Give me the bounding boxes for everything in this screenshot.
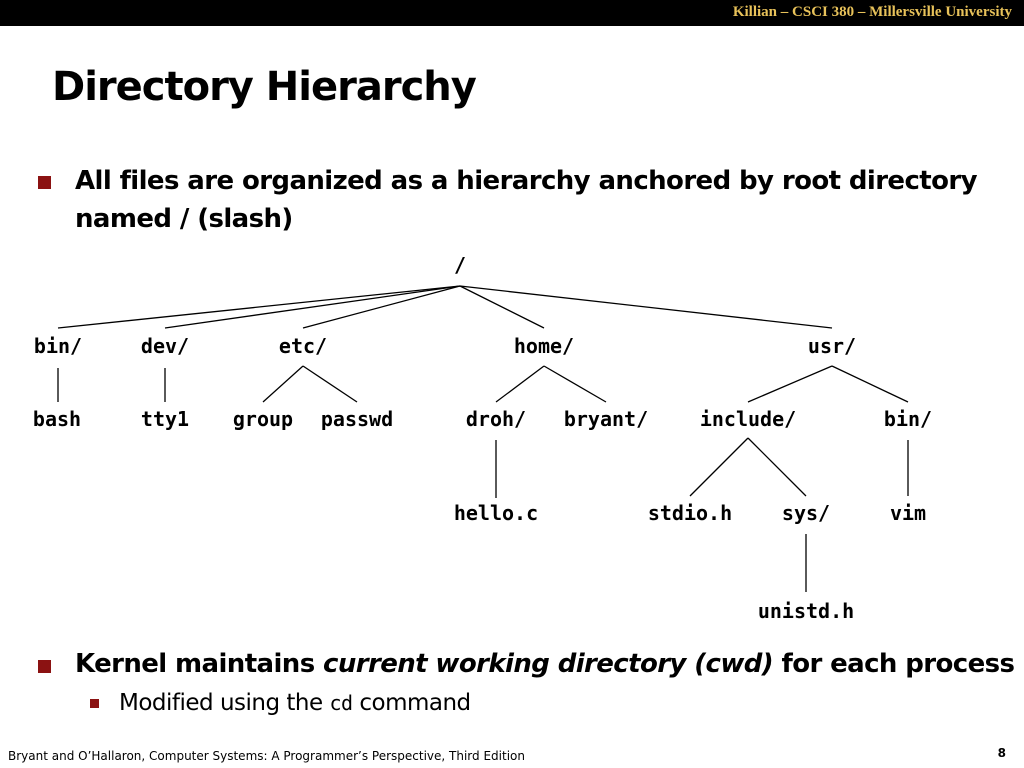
sub-bullet-marker bbox=[90, 699, 99, 708]
edge-root-bin bbox=[57, 285, 461, 329]
edge-root-home bbox=[459, 285, 545, 329]
node-stdio-h: stdio.h bbox=[648, 501, 732, 525]
cd-command-code: cd bbox=[329, 691, 353, 715]
node-home: home/ bbox=[514, 334, 574, 358]
bullet-text-part: Kernel maintains bbox=[75, 649, 324, 679]
edge-etc-group bbox=[262, 365, 304, 403]
edge-root-dev bbox=[164, 285, 461, 329]
node-hello-c: hello.c bbox=[454, 501, 538, 525]
slide-title: Directory Hierarchy bbox=[52, 64, 477, 110]
node-bryant: bryant/ bbox=[564, 407, 648, 431]
node-unistd-h: unistd.h bbox=[758, 599, 854, 623]
edge-etc-passwd bbox=[302, 365, 358, 403]
node-dev: dev/ bbox=[141, 334, 189, 358]
node-usr: usr/ bbox=[808, 334, 856, 358]
tree-labels: / bin/ dev/ etc/ home/ usr/ bash tty1 gr… bbox=[33, 253, 932, 623]
node-group: group bbox=[233, 407, 293, 431]
edge-root-etc bbox=[302, 285, 461, 329]
header-text: Killian – CSCI 380 – Millersville Univer… bbox=[732, 4, 1012, 20]
edge-home-bryant bbox=[543, 365, 607, 403]
footer-citation: Bryant and O’Hallaron, Computer Systems:… bbox=[8, 749, 525, 763]
edge-home-droh bbox=[495, 365, 545, 403]
node-include: include/ bbox=[700, 407, 796, 431]
edge-usr-include bbox=[747, 365, 833, 403]
sub-bullet-text: Modified using the cd command bbox=[119, 690, 471, 716]
bullet-text-cwd: Kernel maintains current working directo… bbox=[75, 645, 1015, 683]
page-number: 8 bbox=[997, 746, 1006, 760]
bullet-marker bbox=[38, 660, 51, 673]
node-usr-bin: bin/ bbox=[884, 407, 932, 431]
tree-edges bbox=[57, 285, 909, 592]
sub-bullet-text-part: command bbox=[352, 690, 471, 716]
header-bar: Killian – CSCI 380 – Millersville Univer… bbox=[0, 0, 1024, 26]
node-bin: bin/ bbox=[34, 334, 82, 358]
edge-include-stdio bbox=[689, 437, 749, 497]
node-etc: etc/ bbox=[279, 334, 327, 358]
bullet-marker bbox=[38, 176, 51, 189]
node-bash: bash bbox=[33, 407, 81, 431]
node-vim: vim bbox=[890, 501, 926, 525]
bullet-text-italic: current working directory (cwd) bbox=[323, 649, 774, 679]
bullet-text-hierarchy: All files are organized as a hierarchy a… bbox=[75, 166, 978, 234]
node-tty1: tty1 bbox=[141, 407, 189, 431]
edge-root-usr bbox=[459, 285, 833, 329]
node-sys: sys/ bbox=[782, 501, 830, 525]
sub-bullet-text-part: Modified using the bbox=[119, 690, 330, 716]
node-root: / bbox=[454, 253, 466, 277]
edge-include-sys bbox=[747, 437, 807, 497]
node-passwd: passwd bbox=[321, 407, 393, 431]
bullet-text-part: for each process bbox=[773, 649, 1015, 679]
edge-usr-bin bbox=[831, 365, 909, 403]
node-droh: droh/ bbox=[466, 407, 526, 431]
